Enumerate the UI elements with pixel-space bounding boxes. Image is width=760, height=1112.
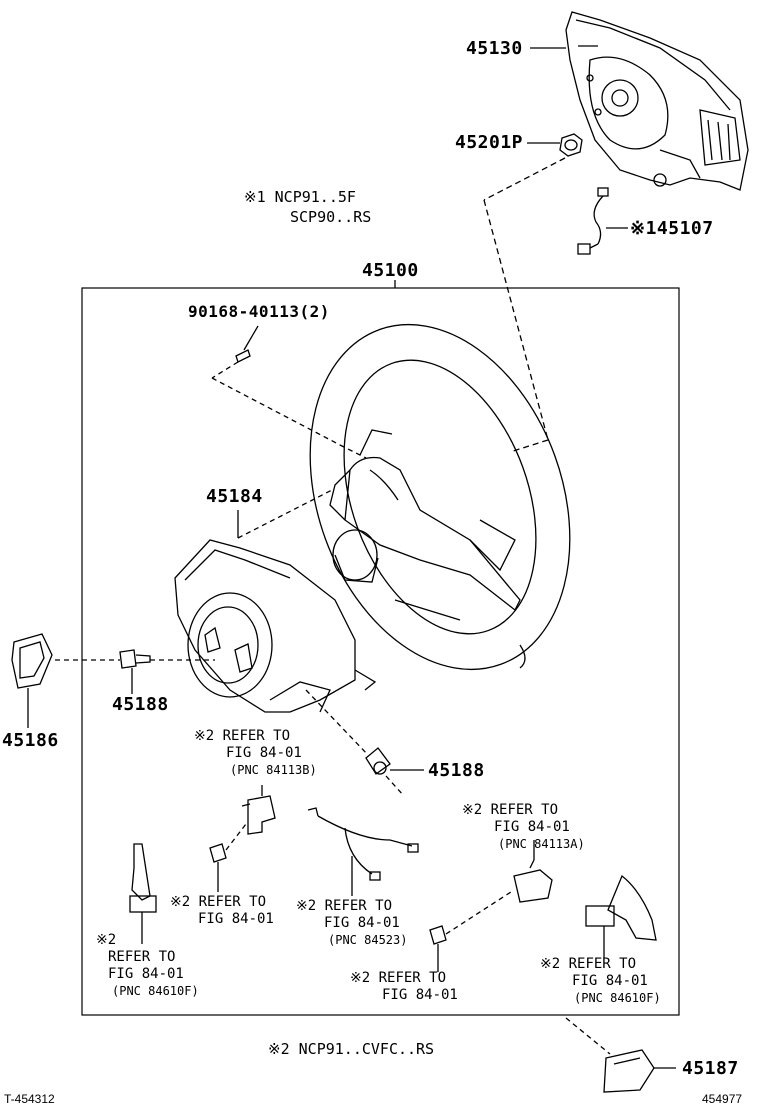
note-1-line-2: SCP90..RS (290, 208, 372, 226)
refer-note-84610f-right: ※2 REFER TO FIG 84-01 (PNC 84610F) (540, 956, 661, 1007)
bolt-icon (119, 649, 151, 669)
part-number-45187: 45187 (682, 1058, 739, 1079)
refer-line: FIG 84-01 (324, 915, 400, 931)
refer-line: (PNC 84113B) (230, 763, 317, 777)
refer-line: FIG 84-01 (226, 745, 302, 761)
part-number-45107: ※145107 (630, 218, 714, 239)
part-number-45100: 45100 (362, 260, 419, 281)
part-number-45184: 45184 (206, 486, 263, 507)
airbag-module-icon (565, 11, 749, 191)
part-number-45130: 45130 (466, 38, 523, 59)
refer-line: (PNC 84610F) (112, 984, 199, 998)
refer-note-84523: ※2 REFER TO FIG 84-01 (PNC 84523) (296, 898, 407, 949)
refer-line: REFER TO (108, 949, 176, 965)
refer-note-bolt: ※2 REFER TO FIG 84-01 (170, 894, 274, 928)
note-2: ※2 NCP91..CVFC..RS (268, 1040, 435, 1058)
refer-line: ※2 REFER TO (170, 894, 267, 910)
refer-line: ※2 REFER TO (462, 802, 559, 818)
refer-line: FIG 84-01 (572, 973, 648, 989)
refer-line: FIG 84-01 (198, 911, 274, 927)
refer-note-84610f-left: ※2 REFER TO FIG 84-01 (PNC 84610F) (96, 932, 199, 1000)
part-number-90168-40113: 90168-40113(2) (188, 302, 330, 321)
part-number-45186: 45186 (2, 730, 59, 751)
refer-note-screw: ※2 REFER TO FIG 84-01 (350, 970, 458, 1004)
wire-harness-icon (307, 807, 419, 881)
bolt-icon (365, 747, 391, 775)
switch-icon (513, 859, 553, 903)
refer-line: FIG 84-01 (108, 966, 184, 982)
steering-wheel-icon (309, 323, 571, 671)
switch-icon (241, 795, 276, 835)
wire-harness-icon (577, 187, 609, 255)
part-number-45188-right: 45188 (428, 760, 485, 781)
refer-line: ※2 REFER TO (296, 898, 393, 914)
part-number-45188-left: 45188 (112, 694, 169, 715)
assembly-frame (81, 287, 680, 1016)
refer-note-84113a: ※2 REFER TO FIG 84-01 (PNC 84113A) (462, 802, 585, 853)
refer-line: FIG 84-01 (494, 819, 570, 835)
nut-icon (559, 133, 583, 157)
refer-line: (PNC 84523) (328, 933, 408, 947)
refer-line: ※2 (96, 932, 117, 948)
plate-icon (603, 1049, 655, 1093)
refer-line: (PNC 84610F) (574, 991, 661, 1005)
cover-icon (174, 539, 377, 713)
refer-note-84113b: ※2 REFER TO FIG 84-01 (PNC 84113B) (194, 728, 317, 779)
figure-code-left: T-454312 (4, 1092, 55, 1106)
refer-line: FIG 84-01 (382, 987, 458, 1003)
figure-code-right: 454977 (702, 1092, 743, 1106)
refer-line: (PNC 84113A) (498, 837, 585, 851)
refer-line: ※2 REFER TO (540, 956, 637, 972)
paddle-shift-icon (585, 874, 657, 941)
refer-line: ※2 REFER TO (350, 970, 447, 986)
paddle-shift-icon (129, 843, 157, 913)
refer-line: ※2 REFER TO (194, 728, 291, 744)
screw-icon (235, 349, 251, 363)
note-1-line-1: ※1 NCP91..5F (244, 188, 356, 206)
part-number-45201p: 45201P (455, 132, 524, 153)
bezel-icon (11, 633, 53, 689)
